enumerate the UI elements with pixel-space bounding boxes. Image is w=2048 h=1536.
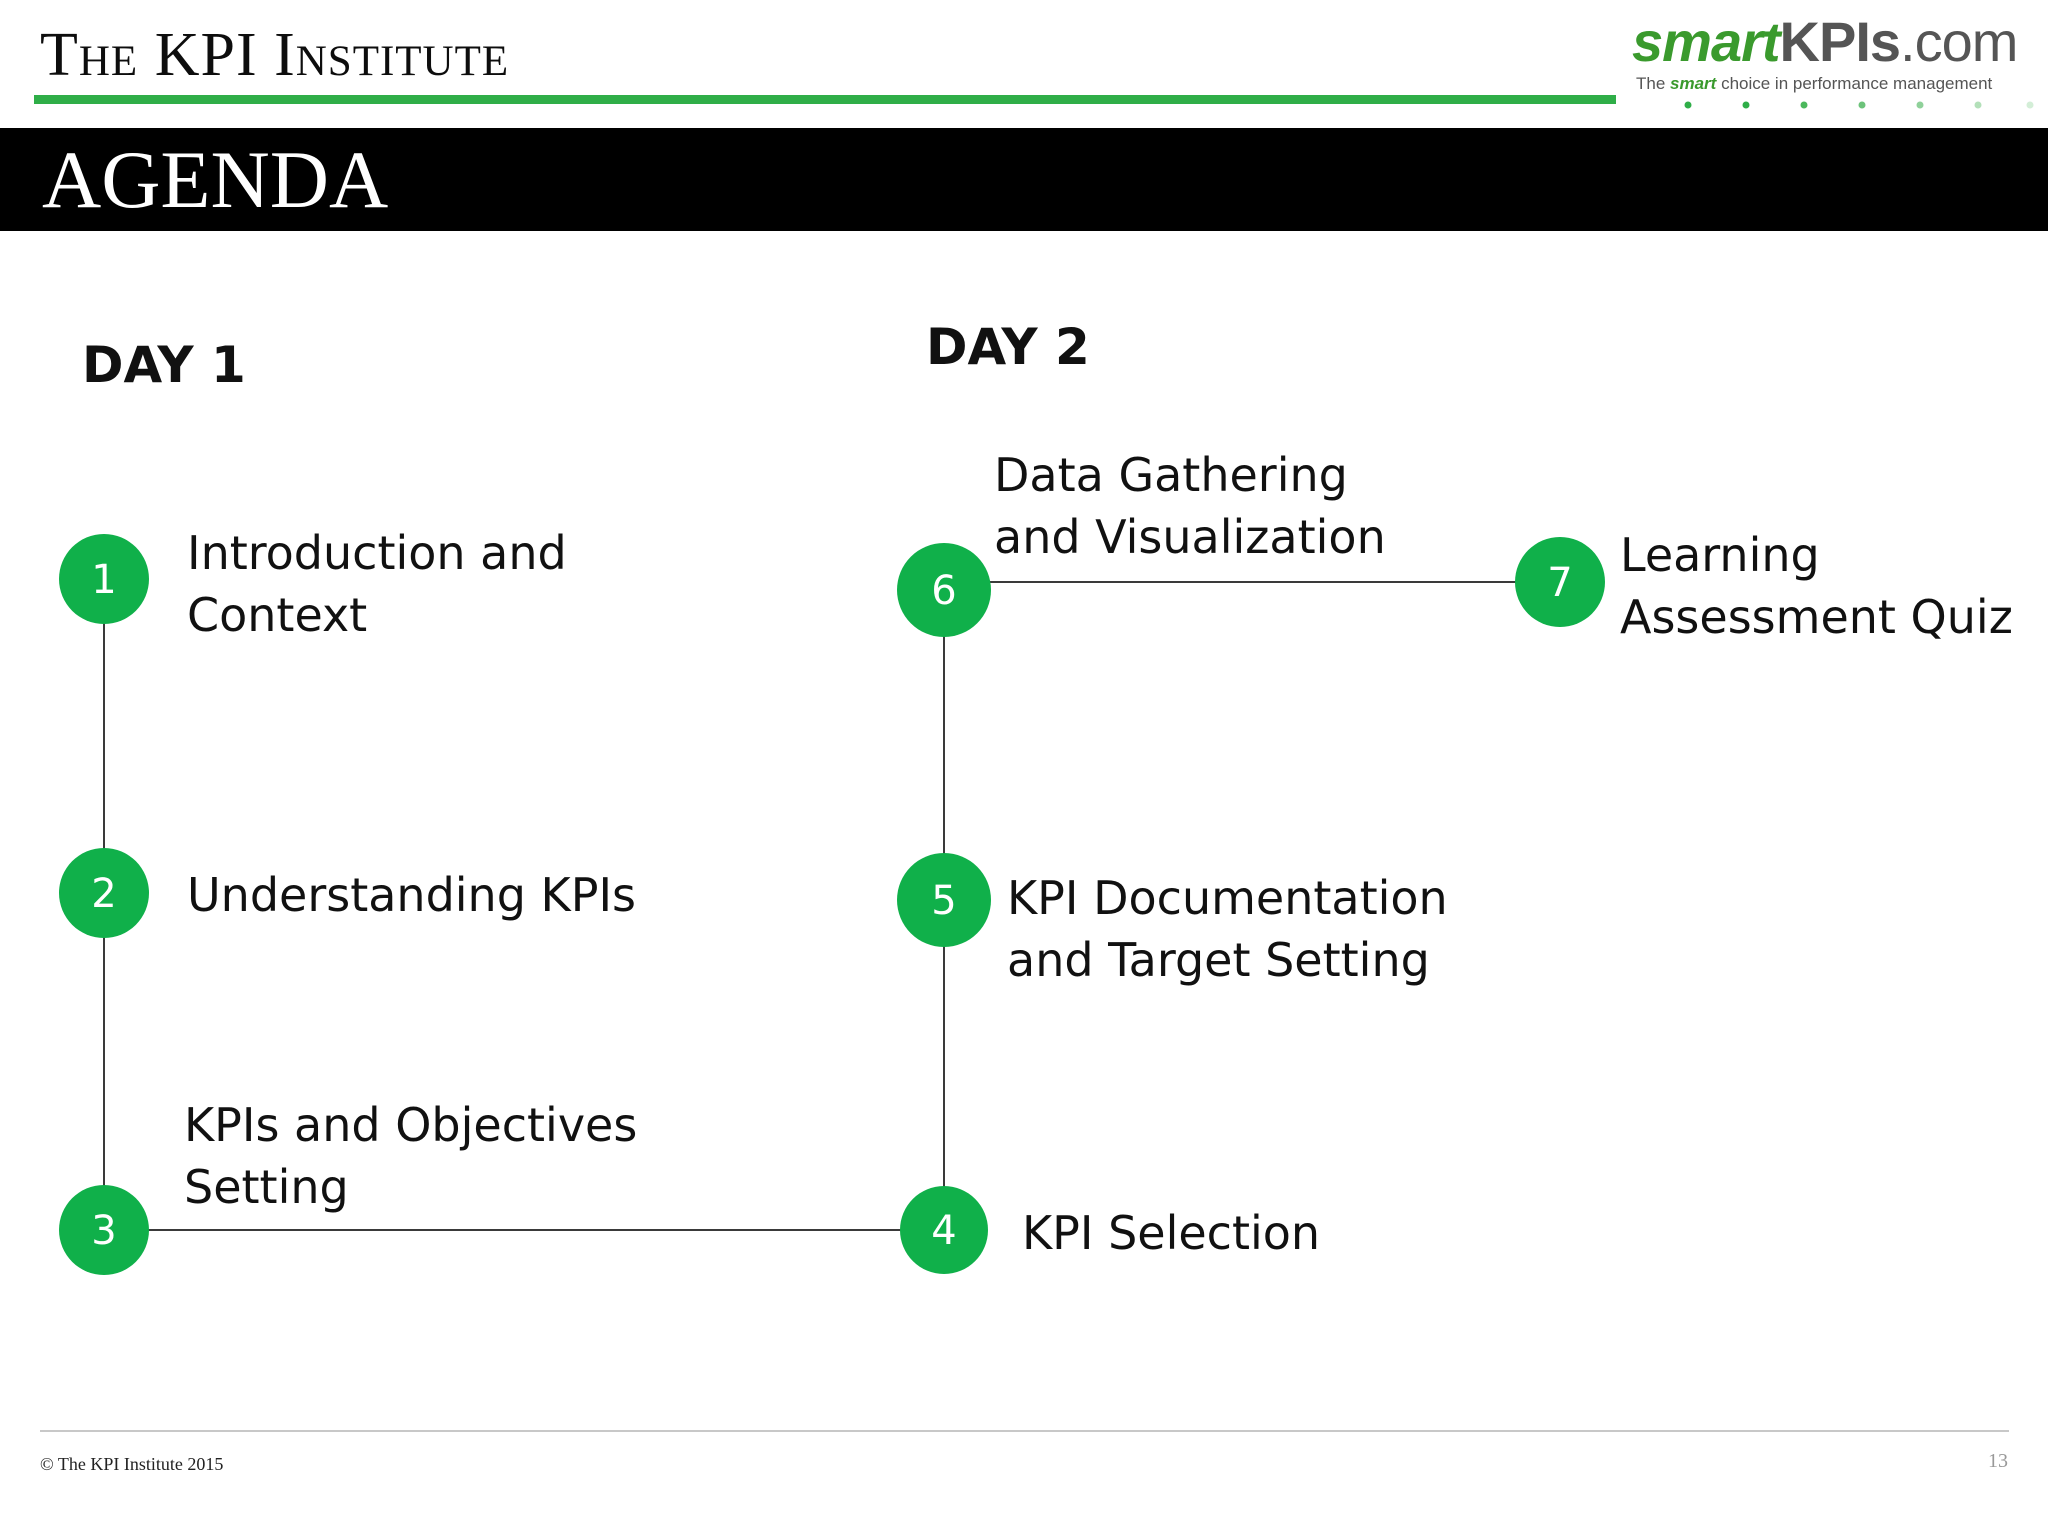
logo-com: .com — [1900, 10, 2018, 73]
footer-divider — [40, 1430, 2009, 1432]
step-label-4-line-1: KPI Selection — [1022, 1206, 1321, 1260]
smartkpis-logo: smartKPIs.com The smart choice in perfor… — [1632, 10, 2034, 110]
logo-kpis: KPIs — [1779, 10, 1901, 73]
step-node-6: 6 — [897, 543, 991, 637]
org-title: The KPI Institute — [40, 21, 510, 89]
logo-dots-decoration — [1684, 101, 2034, 109]
logo-tagline-pre: The — [1636, 74, 1671, 93]
step-number-3: 3 — [91, 1208, 116, 1254]
step-label-2-line-1: Understanding KPIs — [187, 868, 636, 922]
step-label-7-line-1: Learning — [1620, 528, 1820, 582]
copyright-notice: © The KPI Institute 2015 — [40, 1454, 224, 1474]
step-number-5: 5 — [931, 878, 956, 924]
step-label-1-line-1: Introduction and — [187, 526, 567, 580]
step-label-6-line-1: Data Gathering — [994, 448, 1348, 502]
page-number: 13 — [1988, 1450, 2008, 1472]
day-1-heading: DAY 1 — [82, 336, 246, 394]
step-label-3-line-2: Setting — [184, 1160, 349, 1214]
step-node-5: 5 — [897, 853, 991, 947]
step-label-6: Data Gathering and Visualization — [994, 444, 1386, 568]
header-divider — [34, 95, 1616, 104]
step-node-2: 2 — [59, 848, 149, 938]
step-label-1-line-2: Context — [187, 588, 368, 642]
step-label-5: KPI Documentation and Target Setting — [1007, 867, 1448, 991]
step-label-3: KPIs and Objectives Setting — [184, 1094, 637, 1218]
logo-wordmark: smartKPIs.com — [1632, 10, 2018, 74]
step-node-4: 4 — [900, 1186, 988, 1274]
step-label-7-line-2: Assessment Quiz — [1620, 590, 2013, 644]
slide-title: AGENDA — [42, 134, 389, 225]
step-label-7: Learning Assessment Quiz — [1620, 524, 2013, 648]
step-number-1: 1 — [91, 557, 116, 603]
step-label-5-line-2: and Target Setting — [1007, 933, 1430, 987]
step-label-2: Understanding KPIs — [187, 864, 636, 926]
step-number-2: 2 — [91, 871, 116, 917]
step-label-3-line-1: KPIs and Objectives — [184, 1098, 638, 1152]
step-label-6-line-2: and Visualization — [994, 510, 1386, 564]
step-label-4: KPI Selection — [1022, 1202, 1320, 1264]
step-label-1: Introduction and Context — [187, 522, 567, 646]
logo-tagline-post: choice in performance management — [1716, 74, 1993, 93]
connectors — [103, 579, 1560, 1231]
title-band — [0, 128, 2048, 231]
step-number-7: 7 — [1547, 560, 1572, 606]
step-number-4: 4 — [931, 1208, 956, 1254]
logo-tagline-em: smart — [1670, 74, 1717, 93]
step-number-6: 6 — [931, 568, 956, 614]
logo-smart: smart — [1632, 10, 1781, 73]
step-node-1: 1 — [59, 534, 149, 624]
day-2-heading: DAY 2 — [926, 318, 1090, 376]
logo-tagline: The smart choice in performance manageme… — [1636, 74, 1992, 94]
step-label-5-line-1: KPI Documentation — [1007, 871, 1448, 925]
step-node-7: 7 — [1515, 537, 1605, 627]
step-node-3: 3 — [59, 1185, 149, 1275]
